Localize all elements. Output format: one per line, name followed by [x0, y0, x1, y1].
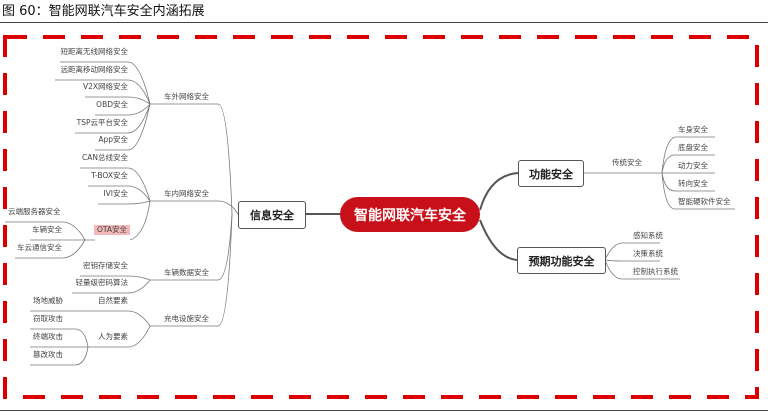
- leaf-lightweight-crypto: 轻量级密码算法: [75, 278, 129, 287]
- human-factors: 人为要素: [98, 332, 128, 341]
- leaf-obd: OBD安全: [96, 100, 128, 109]
- figure-caption: 图 60：智能网联汽车安全内涵拓展: [2, 4, 205, 19]
- leaf-cloud-server: 云端服务器安全: [8, 207, 61, 216]
- leaf-vehicle-cloud: 车云通信安全: [17, 243, 62, 252]
- leaf-tbox: T-BOX安全: [91, 171, 128, 180]
- branch-vehicle-data: 车辆数据安全: [164, 268, 209, 277]
- branch-charging: 充电设施安全: [164, 314, 209, 323]
- leaf-terminal-attack: 终端攻击: [33, 332, 63, 341]
- leaf-theft-attack: 窃取攻击: [33, 314, 63, 323]
- central-node: 智能网联汽车安全: [340, 197, 480, 232]
- branch-internal-network: 车内网络安全: [164, 189, 209, 198]
- leaf-decision: 决策系统: [633, 249, 663, 258]
- leaf-tsp: TSP云平台安全: [76, 118, 128, 127]
- leaf-v2x: V2X网络安全: [82, 82, 128, 91]
- leaf-site-threat: 场地威胁: [33, 296, 63, 305]
- leaf-ivi: IVI安全: [103, 189, 128, 198]
- top-rule: [0, 22, 768, 23]
- leaf-ota: OTA安全: [94, 225, 131, 235]
- leaf-vehicle: 车辆安全: [32, 225, 62, 234]
- bottom-rule: [0, 410, 768, 411]
- leaf-app: App安全: [98, 135, 128, 144]
- leaf-control: 控制执行系统: [633, 267, 678, 276]
- leaf-perception: 感知系统: [633, 231, 663, 240]
- node-sotif: 预期功能安全: [517, 247, 606, 274]
- node-functional-safety: 功能安全: [518, 160, 584, 187]
- leaf-tamper-attack: 篡改攻击: [33, 350, 63, 359]
- leaf-body: 车身安全: [678, 125, 708, 134]
- dashed-border: [3, 35, 759, 399]
- natural-factors: 自然要素: [98, 296, 128, 305]
- branch-external-network: 车外网络安全: [164, 92, 209, 101]
- leaf-can: CAN总线安全: [82, 153, 128, 162]
- leaf-chassis: 底盘安全: [678, 143, 708, 152]
- leaf-steering: 转向安全: [678, 179, 708, 188]
- leaf-smart-hw-sw: 智能硬软件安全: [678, 197, 731, 206]
- leaf-key-storage: 密钥存储安全: [83, 261, 128, 270]
- branch-traditional: 传统安全: [612, 158, 642, 167]
- leaf-short-range: 短距离无线网络安全: [60, 47, 129, 56]
- leaf-power: 动力安全: [678, 161, 708, 170]
- node-info-security: 信息安全: [238, 201, 306, 229]
- leaf-long-range: 远距离移动网络安全: [60, 65, 129, 74]
